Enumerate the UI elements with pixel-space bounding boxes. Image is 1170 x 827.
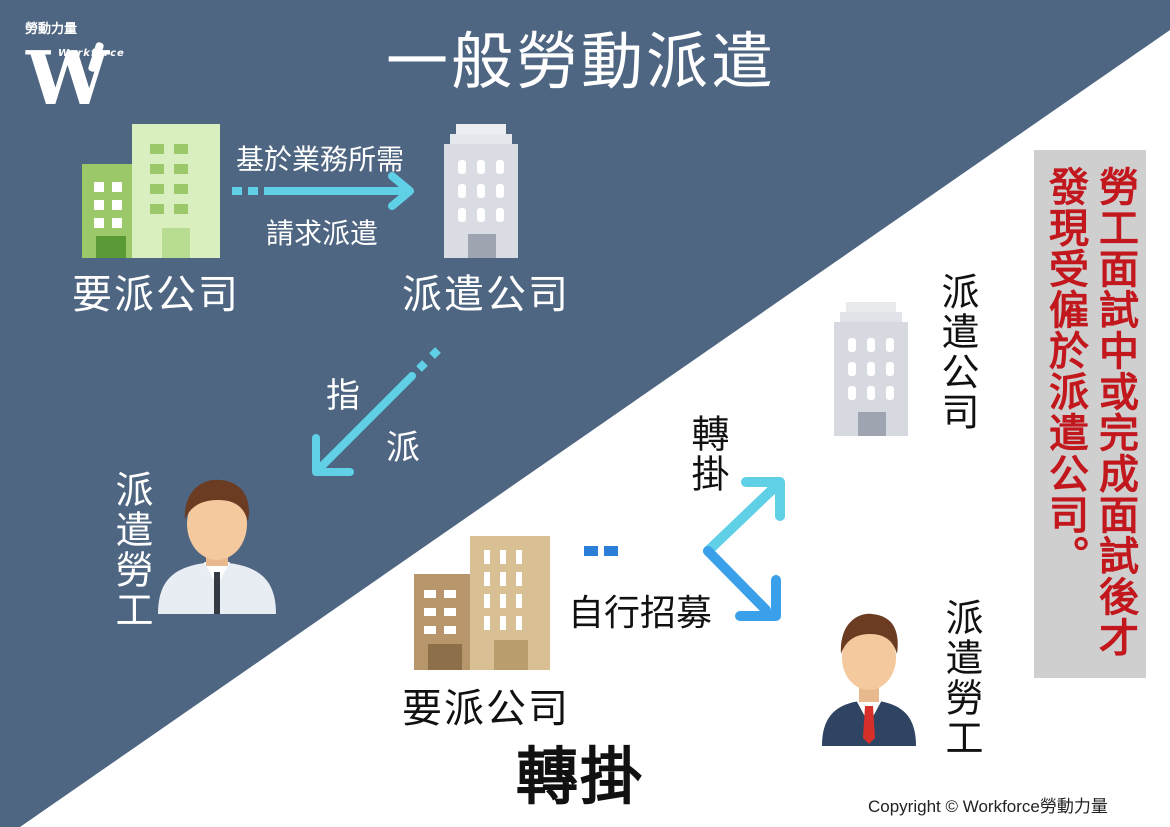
note-box: 勞工面試中或完成面試後才發現受僱於派遣公司。 [1034,150,1146,678]
grey-tower-icon [444,124,518,258]
tan-building-icon [414,536,550,670]
request-dispatch-label: 請求派遣 [266,217,379,250]
self-recruit-label: 自行招募 [568,593,713,634]
logo-subtitle-text: Workforce [58,48,125,59]
note-text: 勞工面試中或完成面試後才發現受僱於派遣公司。 [1042,166,1139,658]
worker-suit-icon [822,613,916,746]
logo: 勞動力量 W Workforce [22,18,125,114]
self-recruit-arrow [584,477,785,621]
logo-w-icon: W [25,36,110,114]
requesting-company-label: 要派公司 [72,272,240,318]
transfer-label-small: 轉掛 [685,414,729,494]
business-need-label: 基於業務所需 [236,143,405,176]
bottom-title: 轉掛 [516,740,645,813]
dispatch-company-label-bottom: 派遣公司 [935,272,979,432]
assign-arrow [312,347,441,476]
request-arrow [232,172,414,210]
copyright-text: Copyright © Workforce勞動力量 [868,797,1108,816]
dispatched-worker-label-top: 派遣勞工 [109,470,153,630]
green-building-icon [82,124,220,258]
grey-tower-icon-2 [834,302,908,436]
assign-label-1: 指 [326,376,360,416]
dispatched-worker-label-bottom: 派遣勞工 [939,598,983,758]
assign-label-2: 派 [386,428,420,468]
worker-shirt-icon [158,479,276,614]
logo-title-text: 勞動力量 [25,22,78,37]
top-title: 一般勞動派遣 [386,25,777,98]
requesting-company-label-bottom: 要派公司 [402,686,570,732]
dispatch-company-label: 派遣公司 [402,272,570,318]
